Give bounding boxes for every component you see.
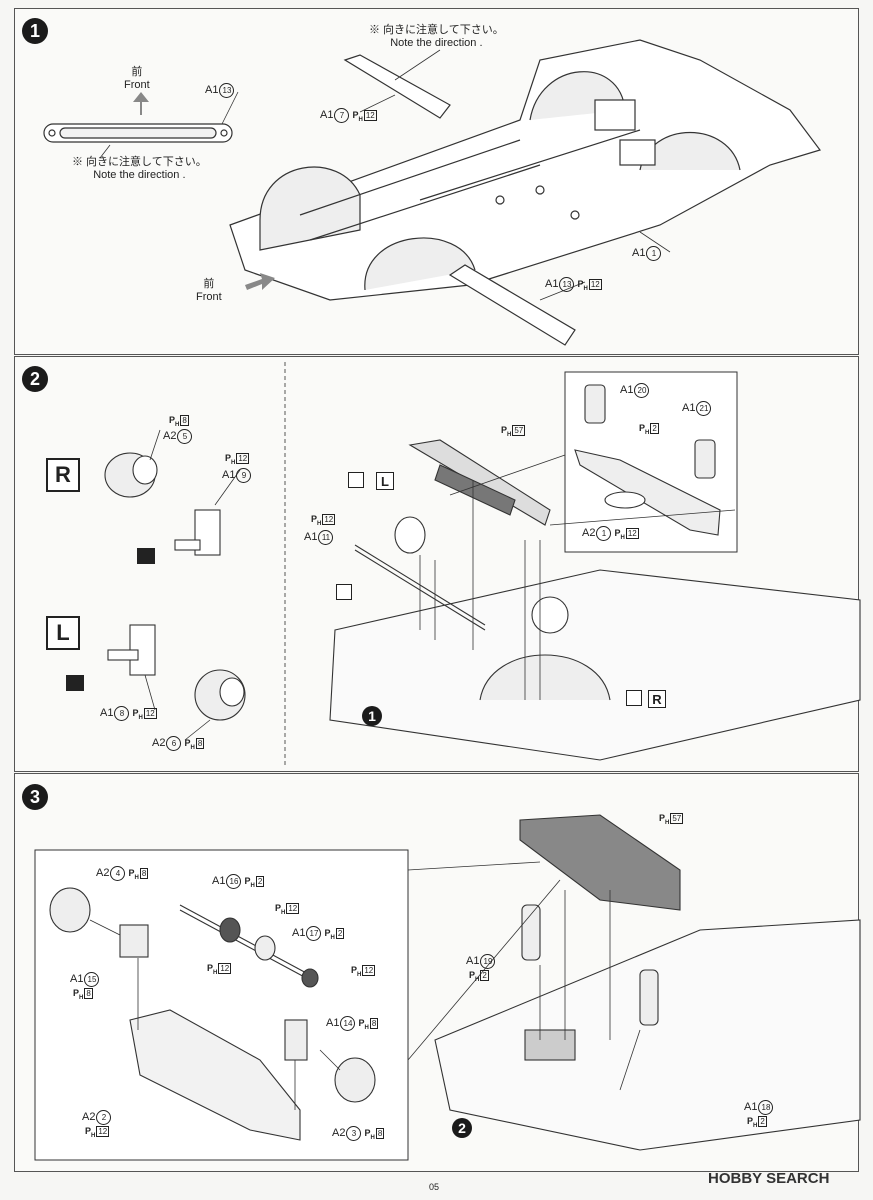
- note-en: Note the direction .: [390, 37, 483, 49]
- front-label-bottom: 前 Front: [196, 278, 222, 304]
- page-number: 05: [429, 1182, 440, 1192]
- side-marker-l: L: [46, 616, 80, 650]
- note-en: Note the direction .: [93, 169, 186, 181]
- front-label-en: Front: [196, 291, 222, 303]
- note-jp: ※ 向きに注意して下さい。: [72, 156, 207, 168]
- front-label-jp: 前: [131, 66, 143, 78]
- side-marker-l-small: L: [376, 472, 394, 490]
- cut-tool-icon-r: [626, 690, 642, 706]
- step-2-badge: 2: [22, 366, 48, 392]
- ref-step-2-badge: 2: [452, 1118, 472, 1138]
- direction-note-left: ※ 向きに注意して下さい。 Note the direction .: [72, 156, 207, 182]
- front-label-top: 前 Front: [124, 66, 150, 92]
- ref-step-1-badge: 1: [362, 706, 382, 726]
- front-label-en: Front: [124, 79, 150, 91]
- note-jp: ※ 向きに注意して下さい。: [369, 24, 504, 36]
- cut-tool-icon-l: [348, 472, 364, 488]
- side-marker-r: R: [46, 458, 80, 492]
- watermark: HOBBY SEARCH: [708, 1170, 830, 1187]
- side-marker-r-small: R: [648, 690, 666, 708]
- step-1-badge: 1: [22, 18, 48, 44]
- step-3-badge: 3: [22, 784, 48, 810]
- cut-tool-icon-mid: [336, 584, 352, 600]
- direction-note-top: ※ 向きに注意して下さい。 Note the direction .: [369, 24, 504, 50]
- front-label-jp: 前: [203, 278, 215, 290]
